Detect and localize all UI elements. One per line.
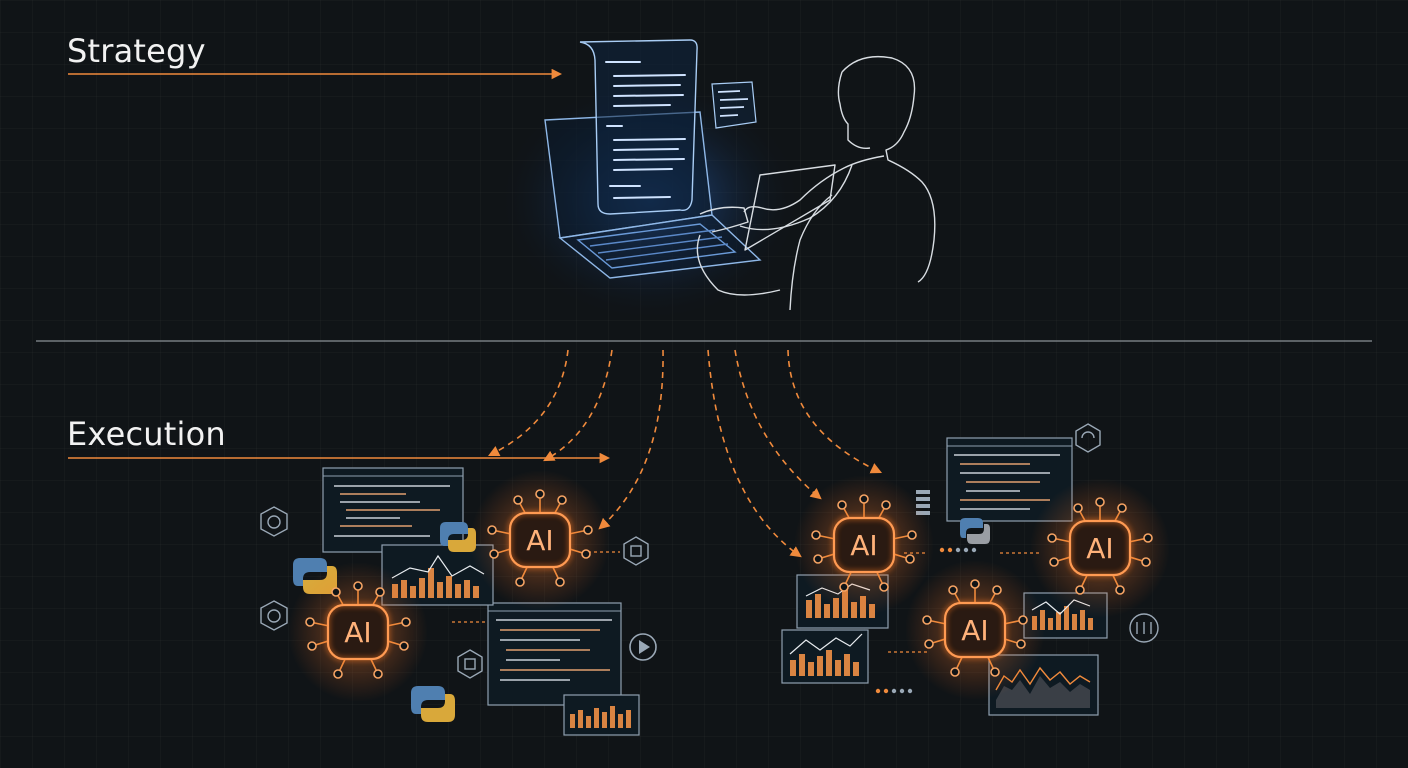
flow-arrow-2 <box>543 349 613 462</box>
flow-arrow-5 <box>734 349 822 500</box>
execution-label: Execution <box>67 415 226 453</box>
python-icon <box>440 522 476 552</box>
ai-agent-label: AI <box>344 616 371 649</box>
document-icon <box>579 39 698 215</box>
code-window-icon <box>487 602 622 706</box>
side-document-icon <box>711 81 757 129</box>
gear-icon <box>623 536 649 566</box>
person-icon <box>696 55 936 311</box>
ai-agent-label: AI <box>961 614 988 647</box>
gear-icon <box>457 649 483 679</box>
ai-agent-4: AI <box>1030 478 1170 618</box>
gear-icon <box>260 506 288 537</box>
status-dots <box>875 547 977 694</box>
ai-agent-label: AI <box>1086 532 1113 565</box>
ai-agents: AI AI AI AI AI <box>288 470 1170 702</box>
python-icon <box>411 686 455 722</box>
ai-agent-2: AI <box>288 562 428 702</box>
flow-arrow-3 <box>598 349 664 530</box>
flow-arrow-1 <box>487 349 569 457</box>
code-window-icon <box>322 467 464 553</box>
ai-agent-5: AI <box>905 560 1045 700</box>
ai-agent-label: AI <box>526 524 553 557</box>
ai-agent-3: AI <box>794 475 934 615</box>
ai-agent-label: AI <box>850 529 877 562</box>
bar-chart-icon <box>563 694 640 736</box>
strategy-label: Strategy <box>67 32 206 70</box>
flow-arrows <box>487 349 883 558</box>
flow-arrow-4 <box>707 349 802 558</box>
ai-agent-1: AI <box>470 470 610 610</box>
gear-icon <box>1129 613 1159 643</box>
bar-chart-icon <box>781 629 869 684</box>
gear-icon <box>260 600 288 631</box>
python-icon <box>960 518 990 544</box>
play-icon <box>629 633 657 661</box>
flow-arrow-6 <box>787 349 883 474</box>
gear-icon <box>1075 423 1101 453</box>
